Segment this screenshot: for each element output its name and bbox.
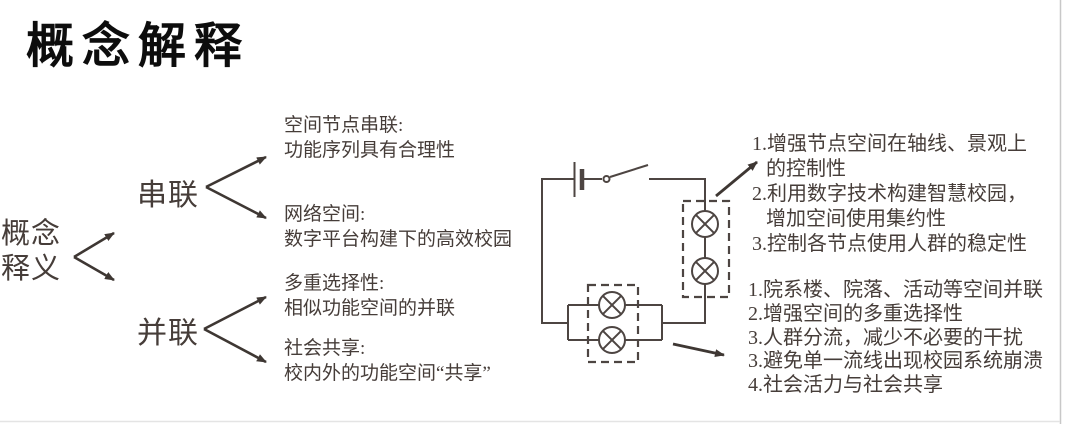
series-node-label: 串联 xyxy=(137,179,199,212)
branch-title: 网络空间: xyxy=(284,204,366,225)
tree-root-arrows xyxy=(73,231,115,282)
circuit-wire xyxy=(541,178,574,324)
branch-title: 社会共享: xyxy=(284,338,366,359)
lamp-icon xyxy=(598,291,626,319)
switch-icon xyxy=(602,164,649,183)
parallel-node-label: 并联 xyxy=(137,317,199,350)
branch-desc: 数字平台构建下的高效校园 xyxy=(284,229,513,250)
page-title: 概念解释 xyxy=(26,20,251,73)
branch-title: 空间节点串联: xyxy=(284,115,404,136)
lamp-icon xyxy=(691,210,719,238)
branch-desc: 相似功能空间的并联 xyxy=(284,298,456,319)
branch-desc: 校内外的功能空间“共享” xyxy=(284,363,491,384)
note-line: 1.增强节点空间在轴线、景观上 xyxy=(752,133,1027,155)
tree-root-line2: 释义 xyxy=(1,253,62,285)
series-dashed-box xyxy=(681,199,731,299)
parallel-note-arrow xyxy=(672,342,725,358)
note-line: 1.院系楼、院落、活动等空间并联 xyxy=(748,279,1043,301)
parallel-branch-arrows xyxy=(203,295,267,364)
series-note-arrow xyxy=(715,160,758,198)
note-line: 2.利用数字技术构建智慧校园， xyxy=(752,183,1027,205)
parallel-branch-1: 多重选择性: 相似功能空间的并联 xyxy=(284,271,455,321)
parallel-branch-2: 社会共享: 校内外的功能空间“共享” xyxy=(284,336,491,386)
series-branch-2: 网络空间: 数字平台构建下的高效校园 xyxy=(284,202,512,252)
series-notes-list: 1.增强节点空间在轴线、景观上 的控制性 2.利用数字技术构建智慧校园， 增加空… xyxy=(752,132,1027,257)
series-lamp-group xyxy=(691,210,719,285)
note-line: 4.社会活力与社会共享 xyxy=(748,374,943,397)
lamp-icon xyxy=(598,326,626,354)
note-line: 3.避免单一流线出现校园系统崩溃 xyxy=(748,350,1043,373)
tree-root-line1: 概念 xyxy=(1,218,62,250)
parallel-dashed-box xyxy=(586,283,640,364)
lamp-icon xyxy=(691,257,719,285)
tree-root-label: 概念 释义 xyxy=(1,217,61,287)
branch-title: 多重选择性: xyxy=(284,273,385,294)
branch-desc: 功能序列具有合理性 xyxy=(284,140,456,161)
note-line: 的控制性 xyxy=(766,158,846,180)
parallel-lamp-group xyxy=(598,291,626,354)
note-line: 增加空间使用集约性 xyxy=(766,208,946,230)
note-line: 3.控制各节点使用人群的稳定性 xyxy=(752,233,1027,255)
note-line: 2.增强空间的多重选择性 xyxy=(748,302,963,325)
note-line: 3.人群分流，减少不必要的干扰 xyxy=(748,326,1023,349)
series-branch-arrows xyxy=(205,155,267,220)
circuit-diagram xyxy=(541,162,731,364)
battery-icon xyxy=(573,162,585,197)
circuit-wire xyxy=(649,178,706,324)
parallel-notes-list: 1.院系楼、院落、活动等空间并联 2.增强空间的多重选择性 3.人群分流，减少不… xyxy=(748,279,1043,398)
series-branch-1: 空间节点串联: 功能序列具有合理性 xyxy=(284,113,455,163)
